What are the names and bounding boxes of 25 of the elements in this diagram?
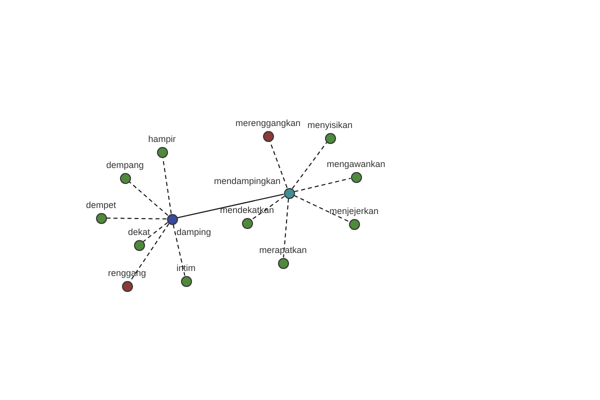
connector-line bbox=[294, 194, 350, 222]
connector-line bbox=[130, 223, 170, 282]
node-label: damping bbox=[176, 226, 212, 238]
node-label: merenggangkan bbox=[235, 118, 301, 128]
node-label: mengawankan bbox=[326, 158, 386, 170]
node-label: merapatkan bbox=[259, 244, 307, 256]
node-label: mendekatkan bbox=[220, 204, 274, 216]
connector-line bbox=[292, 142, 328, 190]
connector-line bbox=[251, 196, 285, 220]
connector-line bbox=[106, 218, 167, 220]
node-label: intim bbox=[176, 262, 196, 274]
connector-line bbox=[142, 222, 168, 242]
node-label: dempet bbox=[86, 200, 116, 210]
connector-line bbox=[283, 198, 289, 258]
connector-line bbox=[128, 181, 168, 216]
node-label: menyisikan bbox=[307, 120, 353, 130]
node-label: menjejerkan bbox=[329, 206, 379, 216]
connector-line bbox=[172, 224, 186, 276]
node-label: hampir bbox=[148, 134, 176, 144]
node-label: dempang bbox=[106, 160, 144, 170]
connector-line bbox=[294, 178, 352, 192]
connector-line bbox=[176, 194, 284, 218]
node-label: dekat bbox=[128, 226, 150, 238]
node-label: mendampingkan bbox=[214, 176, 280, 186]
node-label: renggang bbox=[108, 268, 146, 278]
